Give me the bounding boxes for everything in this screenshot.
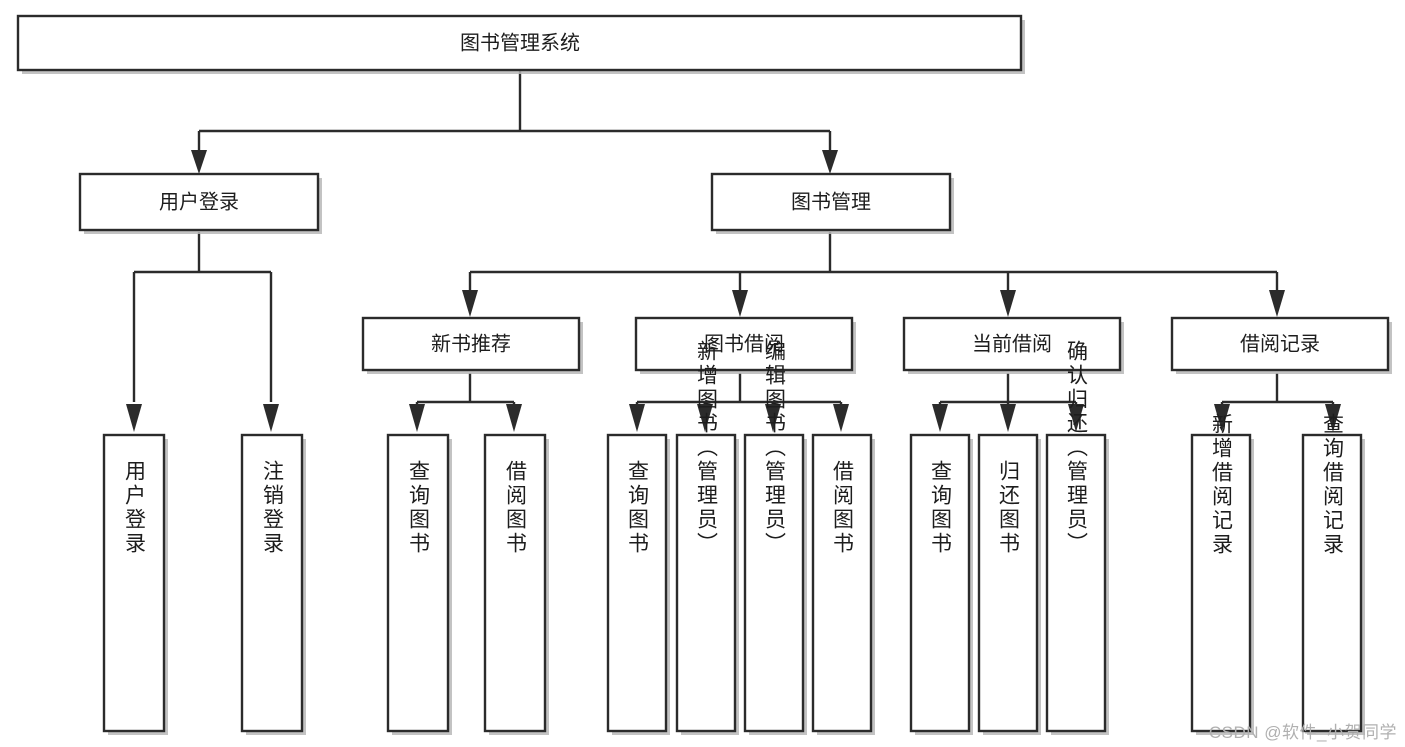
- leaf-add-book-label: 新增图书（管理员）: [695, 340, 719, 556]
- node-leaf-query-book-3[interactable]: 查询图书: [909, 433, 973, 735]
- node-book-borrow[interactable]: 图书借阅: [634, 316, 856, 374]
- arrow-leaf-query-book-2-icon: [629, 404, 645, 432]
- node-leaf-borrow-book-1[interactable]: 借阅图书: [483, 433, 549, 735]
- arrow-leaf-query-book-3-icon: [932, 404, 948, 432]
- arrow-to-book-manage-icon: [822, 150, 838, 174]
- node-leaf-edit-book[interactable]: 编辑图书（管理员）: [743, 340, 807, 735]
- current-borrow-label: 当前借阅: [972, 332, 1052, 355]
- node-borrow-record[interactable]: 借阅记录: [1170, 316, 1392, 374]
- arrow-leaf-borrow-book-2-icon: [833, 404, 849, 432]
- root-label: 图书管理系统: [460, 31, 580, 54]
- leaf-return-book-box[interactable]: [977, 433, 1039, 733]
- leaf-return-book-label: 归还图书: [997, 460, 1021, 556]
- node-leaf-add-book[interactable]: 新增图书（管理员）: [675, 340, 739, 735]
- leaf-add-record-box[interactable]: [1190, 433, 1252, 733]
- leaf-add-record-label: 新增借阅记录: [1210, 413, 1234, 557]
- book-borrow-box[interactable]: [634, 316, 854, 372]
- node-leaf-borrow-book-2[interactable]: 借阅图书: [811, 433, 875, 735]
- root-box[interactable]: [16, 14, 1023, 72]
- new-book-rec-label: 新书推荐: [431, 332, 511, 355]
- leaf-query-record-box[interactable]: [1301, 433, 1363, 733]
- node-leaf-add-record[interactable]: 新增借阅记录: [1190, 413, 1254, 735]
- node-leaf-user-login[interactable]: 用户登录: [102, 433, 168, 735]
- arrow-leaf-add-book-icon: [697, 404, 713, 432]
- leaf-borrow-book-2-label: 借阅图书: [831, 460, 855, 556]
- leaf-borrow-book-1-label: 借阅图书: [504, 460, 528, 556]
- current-borrow-box[interactable]: [902, 316, 1122, 372]
- leaf-borrow-book-1-box[interactable]: [483, 433, 547, 733]
- leaf-query-book-1-box[interactable]: [386, 433, 450, 733]
- node-user-login[interactable]: 用户登录: [78, 172, 322, 234]
- leaf-query-book-3-label: 查询图书: [929, 460, 953, 556]
- book-manage-label: 图书管理: [791, 190, 871, 213]
- node-leaf-query-book-2[interactable]: 查询图书: [606, 433, 670, 735]
- arrow-to-current-borrow-icon: [1000, 290, 1016, 317]
- leaf-query-book-2-box[interactable]: [606, 433, 668, 733]
- borrow-record-label: 借阅记录: [1240, 332, 1320, 355]
- arrow-leaf-user-login-icon: [126, 404, 142, 432]
- arrow-leaf-user-logout-icon: [263, 404, 279, 432]
- leaf-add-book-box[interactable]: [675, 433, 737, 733]
- edge-group: [126, 70, 1341, 432]
- leaf-confirm-return-label: 确认归还（管理员）: [1065, 340, 1089, 556]
- node-leaf-return-book[interactable]: 归还图书: [977, 433, 1041, 735]
- book-borrow-label: 图书借阅: [704, 332, 784, 355]
- user-login-box[interactable]: [78, 172, 320, 232]
- leaf-user-login-box[interactable]: [102, 433, 166, 733]
- arrow-to-new-book-rec-icon: [462, 290, 478, 317]
- node-root[interactable]: 图书管理系统: [16, 14, 1025, 74]
- node-book-manage[interactable]: 图书管理: [710, 172, 954, 234]
- leaf-user-login-label: 用户登录: [123, 460, 147, 556]
- book-manage-box[interactable]: [710, 172, 952, 232]
- arrow-leaf-query-record-icon: [1325, 404, 1341, 432]
- arrow-leaf-query-book-1-icon: [409, 404, 425, 432]
- leaf-query-book-1-label: 查询图书: [407, 460, 431, 556]
- leaf-user-logout-box[interactable]: [240, 433, 304, 733]
- leaf-edit-book-box[interactable]: [743, 433, 805, 733]
- borrow-record-box[interactable]: [1170, 316, 1390, 372]
- arrow-leaf-return-book-icon: [1000, 404, 1016, 432]
- node-new-book-rec[interactable]: 新书推荐: [361, 316, 583, 374]
- arrow-leaf-add-record-icon: [1214, 404, 1230, 432]
- node-current-borrow[interactable]: 当前借阅: [902, 316, 1124, 374]
- arrow-leaf-confirm-return-icon: [1068, 404, 1084, 432]
- arrow-to-book-borrow-icon: [732, 290, 748, 317]
- arrow-to-user-login-icon: [191, 150, 207, 174]
- node-leaf-query-record[interactable]: 查询借阅记录: [1301, 413, 1365, 735]
- leaf-query-record-label: 查询借阅记录: [1321, 413, 1345, 557]
- new-book-rec-box[interactable]: [361, 316, 581, 372]
- node-leaf-user-logout[interactable]: 注销登录: [240, 433, 306, 735]
- arrow-to-borrow-record-icon: [1269, 290, 1285, 317]
- node-leaf-query-book-1[interactable]: 查询图书: [386, 433, 452, 735]
- user-login-label: 用户登录: [159, 190, 239, 213]
- leaf-query-book-3-box[interactable]: [909, 433, 971, 733]
- leaf-edit-book-label: 编辑图书（管理员）: [763, 340, 787, 556]
- arrow-leaf-borrow-book-1-icon: [506, 404, 522, 432]
- arrow-leaf-edit-book-icon: [765, 404, 781, 432]
- node-leaf-confirm-return[interactable]: 确认归还（管理员）: [1045, 340, 1109, 735]
- leaf-borrow-book-2-box[interactable]: [811, 433, 873, 733]
- leaf-query-book-2-label: 查询图书: [626, 460, 650, 556]
- leaf-user-logout-label: 注销登录: [261, 460, 285, 556]
- leaf-confirm-return-box[interactable]: [1045, 433, 1107, 733]
